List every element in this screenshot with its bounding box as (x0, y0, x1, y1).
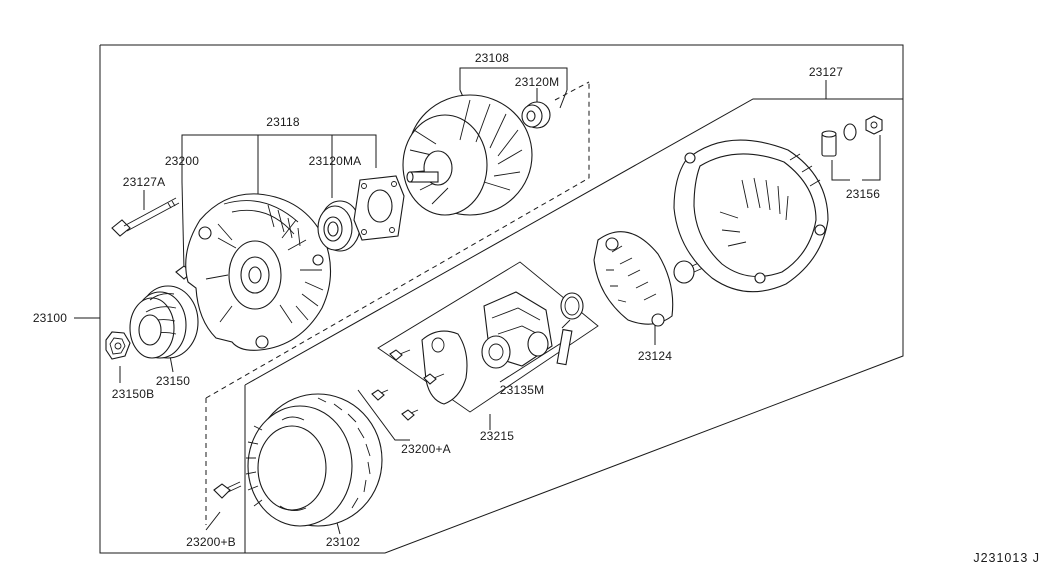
pulley-nut-part (105, 331, 131, 360)
front-bearing-part (317, 200, 361, 252)
label-23118: 23118 (266, 115, 300, 129)
label-23150b: 23150B (112, 387, 155, 401)
regulator-screw-part (371, 389, 419, 421)
leader-lines (74, 67, 881, 535)
label-23102: 23102 (326, 535, 360, 549)
label-23124: 23124 (638, 349, 672, 363)
rear-cover-part (673, 139, 829, 293)
stator-screw-part (213, 481, 242, 499)
front-bracket-part (185, 193, 332, 351)
rear-group-frame (244, 98, 903, 553)
long-bolt-part (111, 197, 180, 237)
front-dashed-frame (205, 81, 590, 525)
label-23100: 23100 (33, 311, 67, 325)
label-23120m: 23120M (515, 75, 560, 89)
label-23215: 23215 (480, 429, 514, 443)
bearing-retainer-plate-part (353, 175, 405, 241)
label-23200-a: 23200+A (401, 442, 451, 456)
label-23127: 23127 (809, 65, 843, 79)
regulator-assembly-part (377, 261, 599, 413)
stator-part (245, 393, 383, 527)
terminal-part (821, 115, 883, 157)
label-23200: 23200 (165, 154, 199, 168)
part-labels: 23108 23120M 23127 23118 23200 23120MA 2… (33, 51, 880, 549)
rectifier-part (593, 231, 713, 327)
pulley-part (129, 285, 199, 359)
rotor-part (402, 94, 533, 216)
diagram-reference-code: J231013 J (973, 551, 1040, 565)
label-23200-b: 23200+B (186, 535, 236, 549)
label-23108: 23108 (475, 51, 509, 65)
outer-frame (99, 44, 904, 554)
rear-bearing-part (521, 101, 551, 129)
label-23156: 23156 (846, 187, 880, 201)
label-23127a: 23127A (123, 175, 166, 189)
label-23135m: 23135M (500, 383, 545, 397)
label-23120ma: 23120MA (309, 154, 362, 168)
label-23150: 23150 (156, 374, 190, 388)
